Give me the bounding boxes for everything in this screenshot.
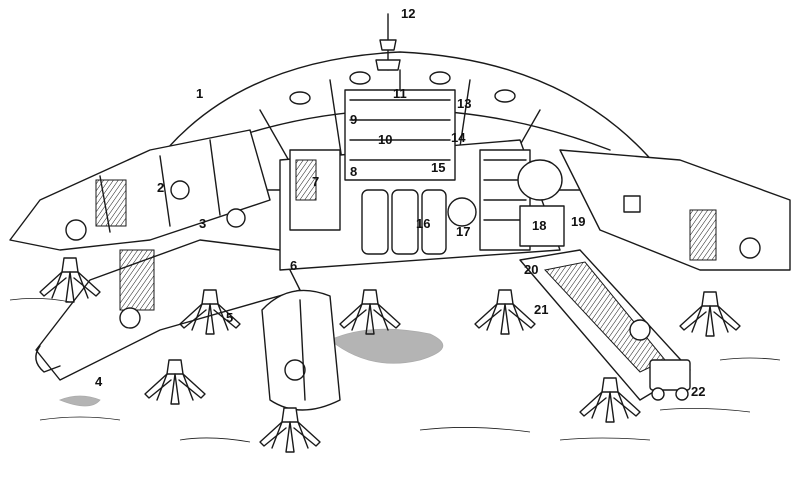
rover-vehicle: [649, 359, 691, 401]
callout-20: 20: [524, 262, 538, 277]
module-right-upper: [559, 149, 791, 271]
callout-3: 3: [199, 216, 206, 231]
ground-texture: [9, 298, 781, 443]
callout-1: 1: [196, 86, 203, 101]
callout-6: 6: [290, 258, 297, 273]
callout-7: 7: [312, 174, 319, 189]
callout-19: 19: [571, 214, 585, 229]
callout-2: 2: [157, 180, 164, 195]
module-front: [261, 289, 341, 411]
module-left-upper: [9, 129, 271, 251]
callout-12: 12: [401, 6, 415, 21]
cutaway-interior: [279, 89, 565, 271]
callout-22: 22: [691, 384, 705, 399]
callout-14: 14: [451, 130, 466, 145]
module-left-lower: [35, 208, 301, 381]
callout-5: 5: [226, 310, 233, 325]
callout-10: 10: [378, 132, 392, 147]
callout-9: 9: [350, 112, 357, 127]
callout-16: 16: [416, 216, 430, 231]
callout-4: 4: [95, 374, 103, 389]
callout-17: 17: [456, 224, 470, 239]
callout-8: 8: [350, 164, 357, 179]
callout-15: 15: [431, 160, 445, 175]
antenna-mast: [375, 13, 401, 71]
callout-11: 11: [393, 86, 407, 101]
callout-21: 21: [534, 302, 548, 317]
callout-13: 13: [457, 96, 471, 111]
callouts: 1 2 3 4 5 6 7 8 9 10 11 12 13 14 15 16 1…: [95, 6, 705, 399]
callout-18: 18: [532, 218, 546, 233]
